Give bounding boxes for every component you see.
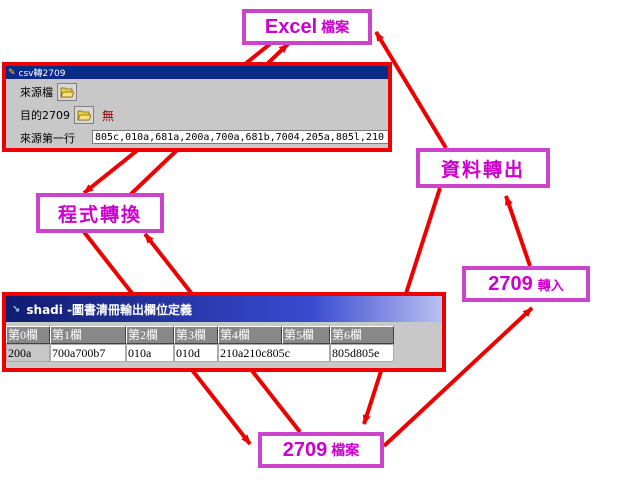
grid-cell[interactable]: 010a	[126, 344, 174, 362]
grid-header-cell[interactable]: 第4欄	[218, 326, 282, 344]
table-row: 200a 700a700b7 010a 010d 210a210c805c 80…	[6, 344, 394, 362]
source-file-row: 來源檔	[20, 83, 77, 101]
field-grid: 第0欄 第1欄 第2欄 第3欄 第4欄 第5欄 第6欄 200a 700a700…	[6, 326, 394, 362]
grid-header-row: 第0欄 第1欄 第2欄 第3欄 第4欄 第5欄 第6欄	[6, 326, 394, 344]
target-file-label: 目的2709	[20, 109, 70, 122]
window-icon: ↘	[12, 303, 21, 315]
grid-cell[interactable]: 805d805e	[330, 344, 394, 362]
window2-titlebar: ↘ shadi -圖書清冊輸出欄位定義	[6, 296, 442, 322]
excel-label-small: 檔案	[321, 19, 350, 35]
window1-title: csv轉2709	[18, 69, 66, 79]
program-label-text: 程式轉換	[57, 203, 142, 226]
grid-header-cell[interactable]: 第5欄	[282, 326, 330, 344]
app-icon: ✎	[8, 67, 16, 78]
grid-cell[interactable]: 210a210c805c	[218, 344, 330, 362]
file-2709-label: 2709 檔案	[258, 432, 384, 468]
first-line-row: 來源第一行	[20, 130, 75, 146]
first-line-field[interactable]: 805c,010a,681a,200a,700a,681b,7004,205a,…	[92, 130, 388, 144]
excel-file-label: Excel 檔案	[242, 9, 372, 45]
grid-header-cell[interactable]: 第2欄	[126, 326, 174, 344]
grid-header-cell[interactable]: 第6欄	[330, 326, 394, 344]
file-label-main: 2709	[282, 438, 328, 461]
output-label-text: 資料轉出	[440, 158, 525, 181]
window2-title: shadi -圖書清冊輸出欄位定義	[26, 302, 193, 317]
arrow-file-to-import	[382, 306, 534, 448]
arrow-output-to-excel	[374, 30, 448, 150]
folder-open-icon	[60, 87, 74, 98]
source-file-label: 來源檔	[20, 86, 53, 99]
target-folder-button[interactable]	[74, 106, 94, 124]
window1-titlebar: ✎ csv轉2709	[6, 66, 388, 79]
grid-cell[interactable]: 700a700b7	[50, 344, 126, 362]
arrow-import-to-output	[504, 195, 532, 267]
source-folder-button[interactable]	[57, 83, 77, 101]
import-label-small: 轉入	[537, 277, 564, 293]
grid-cell[interactable]: 200a	[6, 344, 50, 362]
grid-header-cell[interactable]: 第1欄	[50, 326, 126, 344]
import-2709-label: 2709 轉入	[462, 266, 590, 302]
program-conversion-label: 程式轉換	[36, 193, 164, 233]
target-file-row: 目的2709 無	[20, 106, 114, 124]
folder-open-icon	[77, 110, 91, 121]
import-label-main: 2709	[488, 272, 533, 295]
grid-cell[interactable]: 010d	[174, 344, 218, 362]
first-line-label: 來源第一行	[20, 132, 75, 145]
file-label-small: 檔案	[331, 442, 360, 458]
target-status-text: 無	[102, 108, 115, 123]
field-definition-window: ↘ shadi -圖書清冊輸出欄位定義 第0欄 第1欄 第2欄 第3欄 第4欄 …	[2, 292, 446, 372]
csv-to-2709-window: ✎ csv轉2709 來源檔 目的2709 無 來源第一行 805c,010a,…	[2, 62, 392, 152]
grid-header-cell[interactable]: 第3欄	[174, 326, 218, 344]
grid-header-cell[interactable]: 第0欄	[6, 326, 50, 344]
data-export-label: 資料轉出	[416, 148, 550, 188]
excel-label-main: Excel	[264, 15, 318, 38]
